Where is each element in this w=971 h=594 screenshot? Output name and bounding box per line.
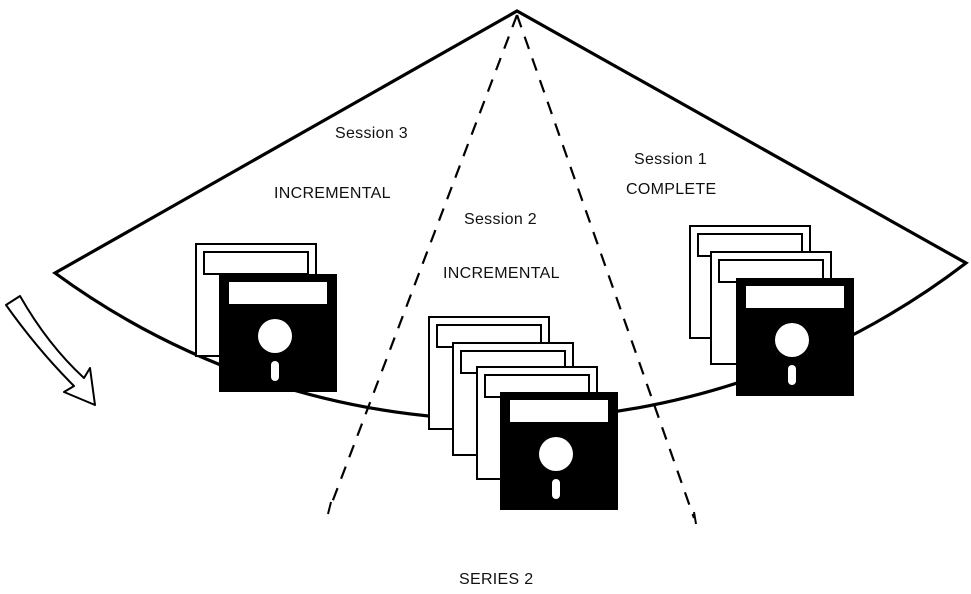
divider-line-right bbox=[515, 14, 696, 519]
session-3-type: INCREMENTAL bbox=[274, 185, 391, 202]
session-2-type: INCREMENTAL bbox=[443, 265, 560, 282]
floppy-disk-icon bbox=[219, 274, 337, 392]
session-2-label: Session 2 bbox=[464, 211, 537, 228]
session-3-disks bbox=[195, 243, 337, 392]
rotation-arrow-icon bbox=[5, 295, 96, 406]
series-label: SERIES 2 bbox=[459, 571, 533, 588]
divider-line-left bbox=[328, 14, 519, 509]
session-2-disks bbox=[428, 316, 618, 510]
session-3-label: Session 3 bbox=[335, 125, 408, 142]
session-1-disks bbox=[689, 225, 854, 396]
divider-tick-left bbox=[327, 501, 332, 515]
divider-tick-right bbox=[693, 511, 697, 525]
floppy-disk-icon bbox=[500, 392, 618, 510]
session-1-label: Session 1 bbox=[634, 151, 707, 168]
floppy-disk-icon bbox=[736, 278, 854, 396]
session-1-type: COMPLETE bbox=[626, 181, 716, 198]
